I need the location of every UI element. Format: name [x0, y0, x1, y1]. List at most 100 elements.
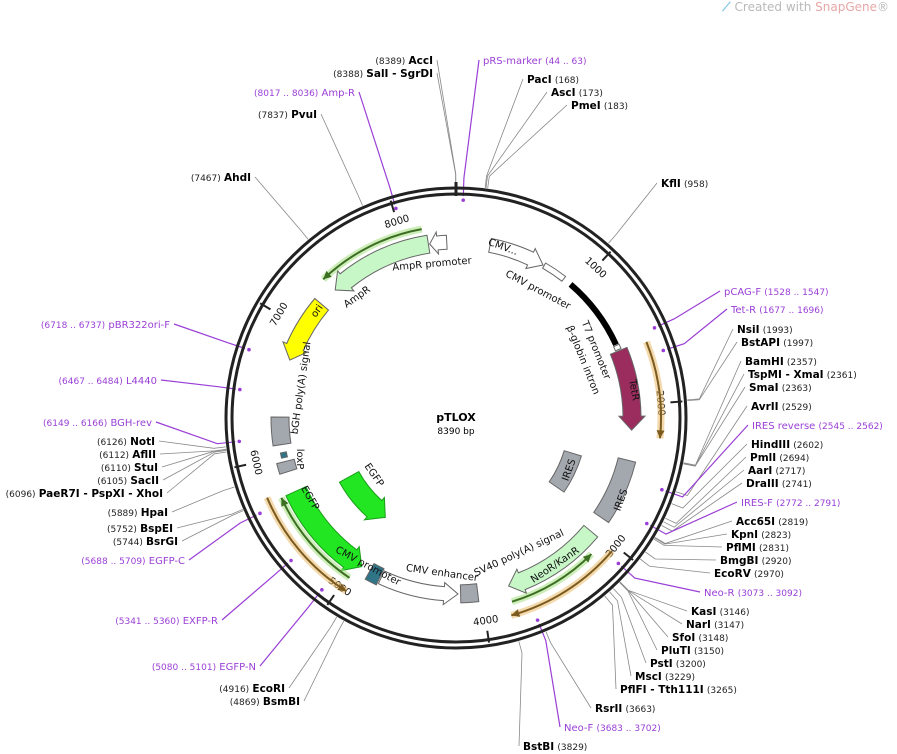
neor-kanr-feature[interactable]: [507, 524, 599, 595]
primer-label[interactable]: Neo-F (3683 .. 3702): [564, 723, 661, 734]
enzyme-site-label[interactable]: TspMI - XmaI (2361): [748, 369, 857, 381]
ori-feature[interactable]: [282, 297, 330, 361]
primer-label[interactable]: pCAG-F (1528 .. 1547): [724, 287, 829, 298]
enzyme-site-label[interactable]: (6126) NotI: [97, 436, 155, 448]
enzyme-site-label[interactable]: BmgBI (2920): [720, 555, 792, 567]
cmv-promoter-feature[interactable]: [364, 562, 385, 586]
enzyme-site-label[interactable]: BstBI (3829): [523, 741, 587, 753]
site-position: (6105): [97, 477, 127, 487]
enzyme-site-label[interactable]: PstI (3200): [650, 658, 706, 670]
enzyme-site-label[interactable]: AscI (173): [551, 87, 603, 99]
enzyme-site-label[interactable]: KpnI (2823): [731, 529, 791, 541]
enzyme-site-label[interactable]: (6096) PaeR7I - PspXI - XhoI: [6, 488, 163, 500]
primer-label[interactable]: (5688 .. 5709) EGFP-C: [81, 556, 185, 567]
enzyme-site-label[interactable]: (8388) SalI - SgrDI: [333, 68, 433, 80]
enzyme-site-label[interactable]: (6105) SacII: [97, 475, 159, 487]
orf-arrowhead: [511, 609, 521, 617]
enzyme-site-label[interactable]: (5889) HpaI: [108, 507, 168, 519]
enzyme-site-label[interactable]: SfoI (3148): [672, 632, 728, 644]
enzyme-site-label[interactable]: PacI (168): [527, 74, 579, 86]
ampr-feature[interactable]: [334, 234, 431, 292]
bgh-poly-a-signal-feature[interactable]: [270, 416, 292, 447]
primer-label[interactable]: (6718 .. 6737) pBR322ori-F: [41, 320, 170, 331]
enzyme-site-label[interactable]: (6110) StuI: [101, 462, 158, 474]
enzyme-site-label[interactable]: (7837) PvuI: [258, 109, 317, 121]
enzyme-site-label[interactable]: KflI (958): [661, 178, 708, 190]
ampr-promoter-feature[interactable]: [429, 230, 448, 256]
site-name: AscI: [551, 87, 576, 99]
primer-label[interactable]: Neo-R (3073 .. 3092): [704, 588, 802, 599]
primer-label[interactable]: (5341 .. 5360) EXFP-R: [115, 616, 218, 627]
enzyme-site-label[interactable]: PmlI (2694): [750, 452, 809, 464]
enzyme-site-label[interactable]: (6112) AflII: [99, 449, 156, 461]
orf-feature[interactable]: [320, 225, 423, 282]
site-position: (2357): [787, 358, 817, 368]
enzyme-site-label[interactable]: HindIII (2602): [751, 439, 823, 451]
enzyme-site-label[interactable]: NarI (3147): [686, 619, 744, 631]
enzyme-site-label[interactable]: (8389) AccI: [375, 55, 433, 67]
site-name: Tet-R: [730, 305, 756, 316]
enzyme-site-label[interactable]: AvrII (2529): [751, 401, 812, 413]
site-name: EcoRI: [252, 683, 285, 695]
enzyme-site-label[interactable]: MscI (3229): [635, 671, 695, 683]
orf-line: [280, 497, 351, 579]
site-name: AccI: [409, 55, 433, 67]
enzyme-site-label[interactable]: SmaI (2363): [749, 382, 812, 394]
enzyme-site-label[interactable]: Acc65I (2819): [736, 516, 808, 528]
egfp-feature[interactable]: [285, 485, 363, 572]
orf-feature[interactable]: [510, 548, 615, 619]
site-name: NarI: [686, 619, 711, 631]
enzyme-site-label[interactable]: (4869) BsmBI: [230, 696, 300, 708]
enzyme-site-label[interactable]: PmeI (183): [571, 100, 628, 112]
orf-feature[interactable]: [278, 496, 352, 581]
site-position: (2772 .. 2791): [776, 499, 840, 509]
ires-feature[interactable]: [593, 457, 637, 524]
cmv-promoter-feature[interactable]: [541, 262, 567, 282]
tetr-feature[interactable]: [609, 346, 647, 431]
enzyme-site-label[interactable]: KasI (3146): [691, 606, 750, 618]
primer-label[interactable]: IRES-F (2772 .. 2791): [741, 498, 840, 509]
enzyme-site-label[interactable]: NsiI (1993): [737, 324, 793, 336]
loxp-feature[interactable]: [279, 451, 289, 459]
primer-label[interactable]: (5080 .. 5101) EGFP-N: [152, 662, 256, 673]
enzyme-site-label[interactable]: (4916) EcoRI: [219, 683, 285, 695]
enzyme-site-label[interactable]: RsrII (3663): [595, 703, 655, 715]
sv40-poly-a-signal-feature[interactable]: [459, 583, 480, 604]
orf-feature[interactable]: [643, 340, 665, 439]
enzyme-site-label[interactable]: EcoRV (2970): [714, 568, 784, 580]
enzyme-site-label[interactable]: PluTI (3150): [661, 645, 724, 657]
enzyme-site-label[interactable]: (5744) BsrGI: [113, 536, 178, 548]
primer-label[interactable]: Tet-R (1677 .. 1696): [730, 305, 824, 316]
orf-feature[interactable]: [276, 458, 298, 475]
primer-label[interactable]: (6149 .. 6166) BGH-rev: [43, 418, 152, 429]
primer-label[interactable]: (6467 .. 6484) L4440: [59, 376, 158, 387]
cmv--feature[interactable]: [488, 237, 544, 270]
enzyme-site-label[interactable]: AarI (2717): [748, 465, 805, 477]
primer-label[interactable]: pRS-marker (44 .. 63): [483, 56, 587, 67]
orf-feature[interactable]: [263, 496, 349, 595]
t7-promoter-feature[interactable]: [612, 343, 622, 352]
orf-feature[interactable]: [510, 551, 594, 606]
enzyme-site-label[interactable]: PflFI - Tth111I (3265): [620, 684, 737, 696]
egfp-feature[interactable]: [338, 470, 386, 521]
enzyme-site-label[interactable]: (5752) BspEI: [107, 523, 173, 535]
site-position: (6112): [99, 451, 129, 461]
site-leader-line: [639, 558, 711, 574]
enzyme-site-label[interactable]: (7467) AhdI: [191, 172, 251, 184]
-globin-intron-feature[interactable]: [568, 282, 619, 346]
site-position: (1997): [783, 339, 813, 349]
enzyme-site-label[interactable]: DraIII (2741): [746, 478, 812, 490]
site-name: BstAPI: [741, 337, 780, 349]
site-name: EGFP-N: [219, 662, 256, 673]
enzyme-site-label[interactable]: BstAPI (1997): [741, 337, 813, 349]
site-name: TspMI - XmaI: [748, 369, 824, 381]
enzyme-site-label[interactable]: BamHI (2357): [745, 356, 817, 368]
enzyme-site-label[interactable]: PflMI (2831): [726, 542, 789, 554]
site-position: (44 .. 63): [545, 57, 586, 67]
tick-mark: [623, 551, 634, 561]
primer-label[interactable]: IRES reverse (2545 .. 2562): [752, 421, 883, 432]
ires-feature[interactable]: [548, 450, 583, 493]
cmv-enhancer-feature[interactable]: [377, 570, 459, 606]
site-name: IRES-F: [741, 498, 773, 509]
primer-label[interactable]: (8017 .. 8036) Amp-R: [254, 88, 355, 99]
